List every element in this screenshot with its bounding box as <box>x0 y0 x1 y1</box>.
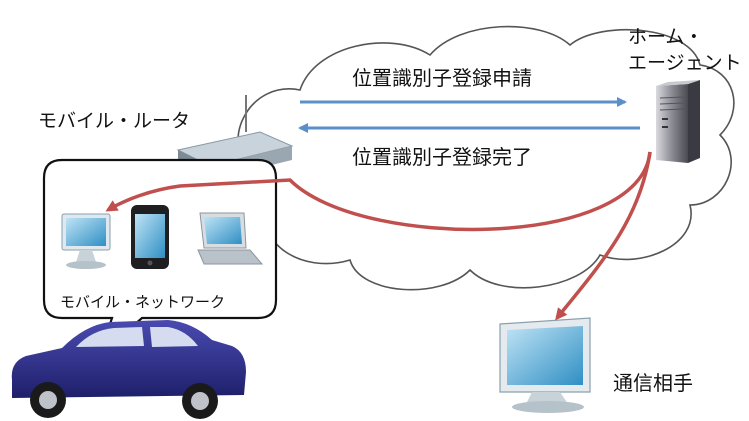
data-path-arrow-to-network <box>105 151 652 232</box>
registration-request-label: 位置識別子登録申請 <box>352 66 532 90</box>
mobile-network-label: モバイル・ネットワーク <box>60 293 226 311</box>
mobile-router-label: モバイル・ルータ <box>38 110 191 132</box>
data-path-arrow-to-correspondent <box>555 151 652 321</box>
smartphone-icon <box>131 205 169 269</box>
car-icon <box>11 320 247 419</box>
registration-complete-label: 位置識別子登録完了 <box>352 145 532 169</box>
home-agent-label: エージェント <box>628 52 742 74</box>
correspondent-label: 通信相手 <box>613 371 693 395</box>
network-cloud <box>237 25 735 291</box>
desktop-monitor-icon <box>61 213 111 269</box>
desktop-monitor-icon <box>499 317 591 413</box>
home-agent-label: ホーム・ <box>628 26 704 48</box>
laptop-icon <box>197 212 264 265</box>
server-icon <box>656 80 700 163</box>
